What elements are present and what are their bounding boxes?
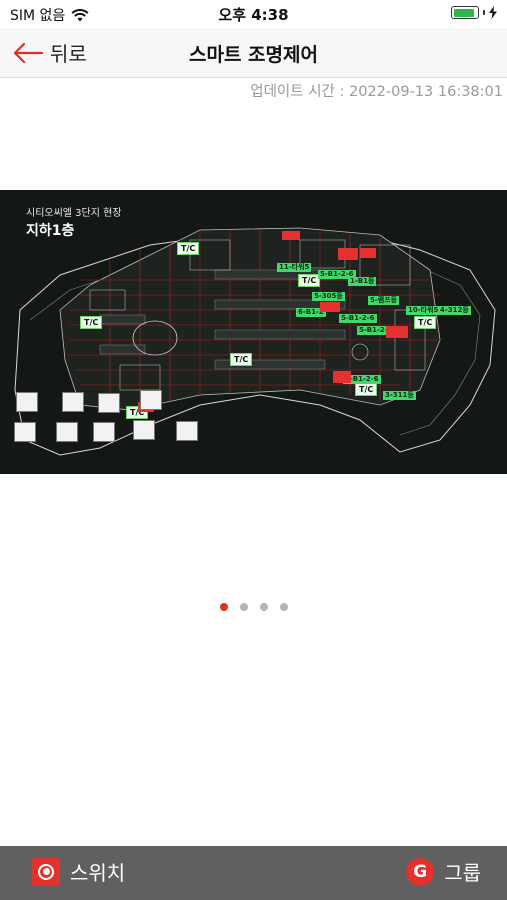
tc-tag[interactable]: T/C — [355, 383, 378, 396]
tc-tag[interactable]: T/C — [298, 274, 321, 287]
panel-box[interactable] — [133, 420, 155, 440]
zone-tag[interactable]: 5-램프등 — [368, 296, 400, 305]
back-button[interactable]: 뒤로 — [12, 38, 87, 67]
zone-tag[interactable]: 4-B1-2-6 — [343, 375, 381, 384]
tc-tag[interactable]: T/C — [230, 353, 253, 366]
zone-tag[interactable]: 5-B1-2-6 — [318, 270, 356, 279]
bottom-toolbar: 스위치 G 그룹 — [0, 846, 507, 900]
switch-icon — [32, 857, 60, 886]
site-name: 시티오씨엘 3단지 현장 — [26, 208, 122, 219]
battery-level — [453, 8, 474, 17]
zone-tag[interactable]: 6-B1-2 — [296, 308, 326, 317]
zone-tag[interactable]: 10-타워5 — [406, 306, 441, 315]
zone-tag[interactable]: 11-타워5 — [277, 263, 312, 272]
alarm-marker[interactable] — [386, 326, 408, 338]
status-bar: SIM 없음 오후 4:38 — [0, 0, 507, 28]
page-dot[interactable] — [279, 603, 288, 611]
zone-tag[interactable]: 1-B1등 — [348, 277, 377, 286]
zone-tag[interactable]: 4-312등 — [438, 306, 471, 315]
back-label: 뒤로 — [50, 42, 87, 66]
battery-icon — [451, 6, 479, 19]
group-button[interactable]: G 그룹 — [406, 857, 481, 886]
panel-box[interactable] — [62, 392, 84, 412]
status-left: SIM 없음 — [10, 5, 89, 25]
battery-tip — [483, 10, 485, 15]
page-dot[interactable] — [219, 603, 228, 611]
page-indicator[interactable] — [0, 603, 507, 611]
alarm-marker[interactable] — [282, 231, 300, 240]
zone-tag[interactable]: 5-305등 — [312, 292, 345, 301]
tc-tag[interactable]: T/C — [80, 316, 103, 329]
carrier-label: SIM 없음 — [10, 8, 66, 24]
panel-box[interactable] — [16, 392, 38, 412]
charging-bolt-icon — [489, 6, 497, 19]
page-dot[interactable] — [259, 603, 268, 611]
alarm-marker[interactable] — [360, 248, 376, 258]
zone-tag[interactable]: 5-B1-2-6 — [357, 326, 395, 335]
floor-name: 지하1층 — [26, 223, 75, 239]
floor-plan-image[interactable]: 시티오씨엘 3단지 현장 지하1층 T/C T/C T/C T/C T/C T/… — [0, 190, 507, 474]
alarm-marker[interactable] — [320, 302, 340, 312]
status-right — [451, 6, 497, 19]
panel-box[interactable] — [98, 393, 120, 413]
alarm-marker[interactable] — [338, 248, 358, 260]
zone-tag[interactable]: 5-B1-2-6 — [339, 314, 377, 323]
panel-box[interactable] — [140, 390, 162, 410]
tc-tag[interactable]: T/C — [177, 242, 200, 255]
switch-label: 스위치 — [70, 861, 126, 885]
status-time: 오후 4:38 — [218, 6, 289, 24]
tc-tag[interactable]: T/C — [414, 316, 437, 329]
page-title: 스마트 조명제어 — [189, 44, 318, 66]
zone-tag[interactable]: 3-311등 — [383, 391, 416, 400]
panel-box[interactable] — [56, 422, 78, 442]
alarm-marker[interactable] — [333, 371, 351, 383]
back-arrow-icon — [13, 42, 44, 63]
group-icon: G — [406, 857, 435, 886]
wifi-icon — [71, 8, 89, 21]
update-time: 업데이트 시간 : 2022-09-13 16:38:01 — [250, 84, 503, 100]
navigation-bar: 뒤로 스마트 조명제어 — [0, 28, 507, 78]
panel-box[interactable] — [14, 422, 36, 442]
page-dot[interactable] — [239, 603, 248, 611]
group-label: 그룹 — [444, 861, 481, 885]
switch-button[interactable]: 스위치 — [32, 857, 125, 886]
panel-box[interactable] — [176, 421, 198, 441]
panel-box[interactable] — [93, 422, 115, 442]
